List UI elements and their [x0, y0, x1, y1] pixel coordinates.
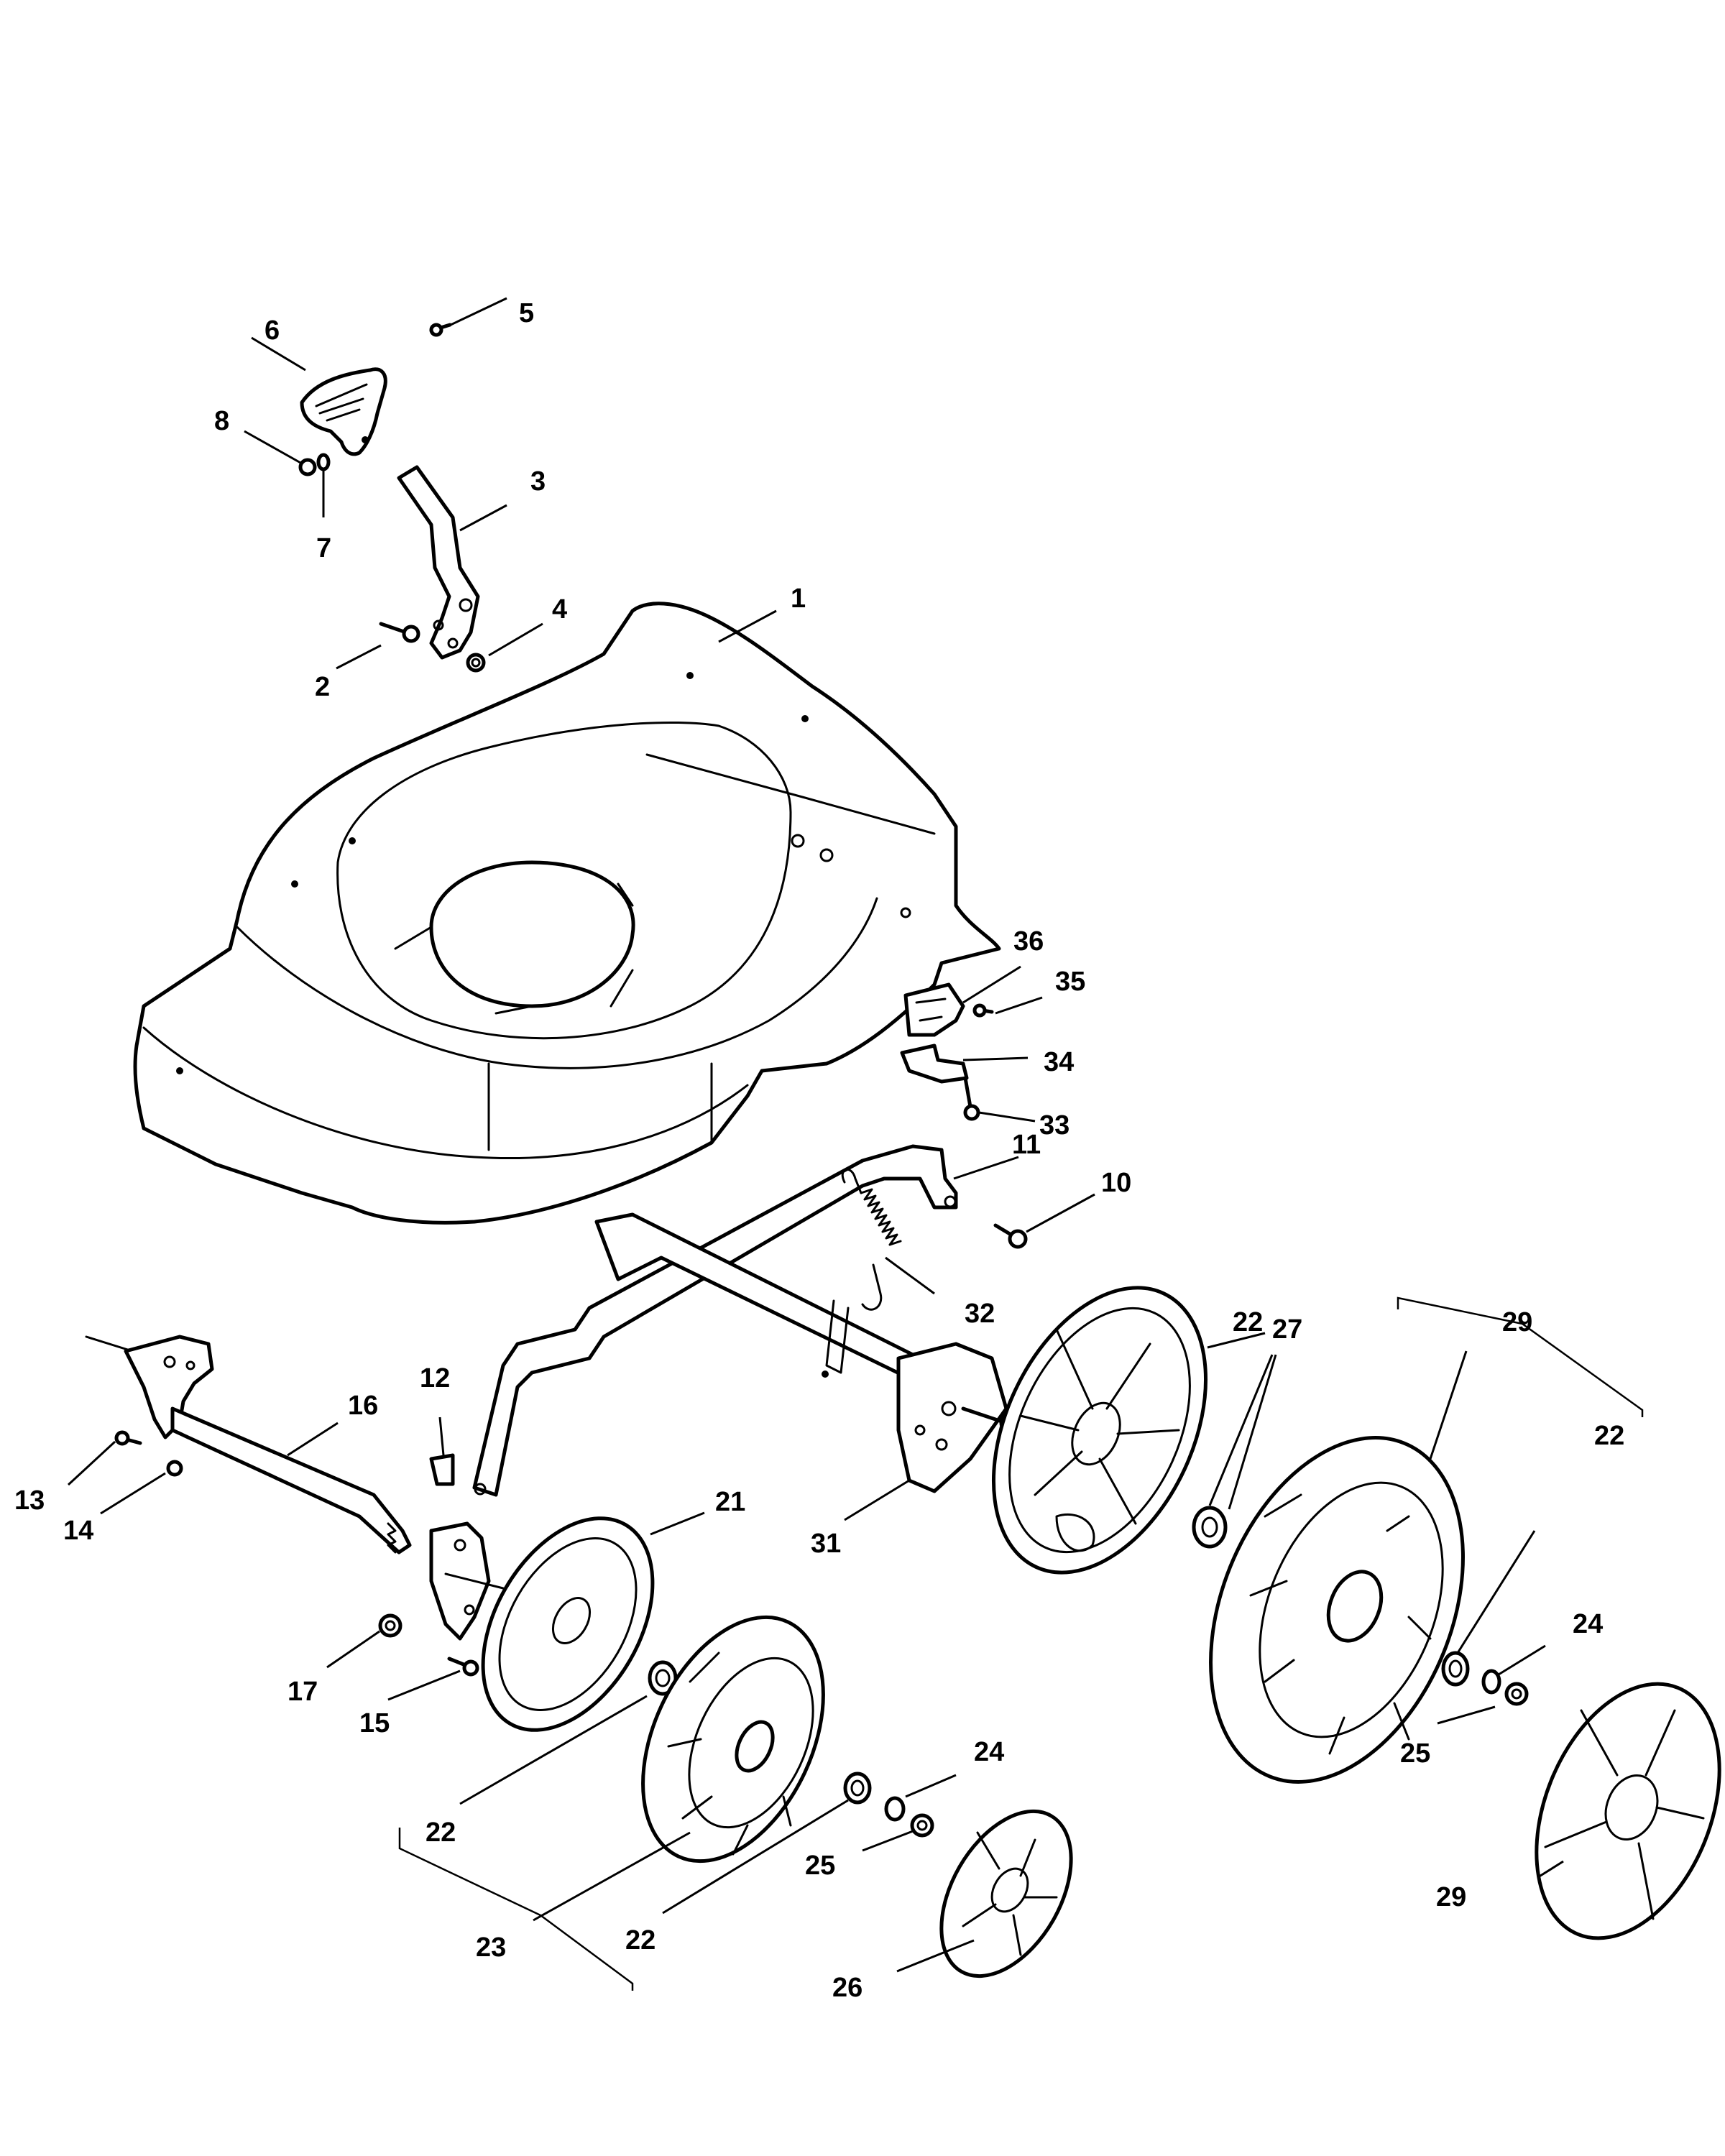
callout-22-rear-outer: 22 [1594, 1421, 1624, 1451]
lever-11 [472, 1144, 958, 1497]
screw-33 [963, 1076, 980, 1121]
callout-34: 34 [1044, 1047, 1074, 1077]
callouts: 1 2 3 4 5 6 7 8 10 11 12 13 14 15 16 17 … [14, 298, 1624, 2003]
washer-7 [316, 453, 331, 471]
callout-13: 13 [14, 1485, 45, 1516]
nut-25a [910, 1813, 934, 1838]
callout-33: 33 [1039, 1110, 1070, 1141]
front-axle-16 [85, 1335, 505, 1641]
bolt-2 [379, 622, 420, 643]
spring-32 [841, 1169, 902, 1311]
callout-17: 17 [288, 1677, 318, 1707]
screw-35 [972, 1003, 994, 1018]
nut-8 [298, 458, 317, 476]
nut-14 [166, 1460, 183, 1477]
callout-22-rear-inner: 22 [1233, 1307, 1263, 1337]
callout-12: 12 [420, 1363, 450, 1393]
callout-31: 31 [811, 1529, 841, 1559]
callout-26: 26 [832, 1973, 862, 2003]
callout-32: 32 [965, 1299, 995, 1329]
bracket-36 [903, 982, 965, 1037]
bushing-22d [1441, 1651, 1470, 1687]
bushing-22b [843, 1772, 872, 1805]
callout-16: 16 [348, 1391, 378, 1421]
group-bracket-front-wheel [398, 1828, 634, 1991]
disc-21 [481, 1516, 655, 1732]
hubcap-29 [1535, 1682, 1721, 1940]
callout-8: 8 [214, 406, 229, 436]
rear-wheel-29 [1209, 1436, 1465, 1784]
callout-22-front-inner: 22 [426, 1818, 456, 1848]
callout-22-front-outer: 22 [625, 1925, 656, 1955]
callout-2: 2 [315, 672, 330, 702]
clip-12 [429, 1453, 455, 1486]
callout-4: 4 [552, 594, 567, 625]
clip-34 [900, 1044, 969, 1084]
nut-4 [466, 653, 486, 673]
callout-14: 14 [63, 1516, 93, 1546]
callout-10: 10 [1101, 1168, 1131, 1198]
rear-axle-31 [594, 1212, 1021, 1493]
callout-3: 3 [530, 466, 546, 497]
callout-1: 1 [791, 584, 806, 614]
washer-24a [884, 1796, 906, 1822]
callout-15: 15 [359, 1708, 390, 1738]
bushing-22c [1192, 1506, 1228, 1549]
callout-7: 7 [316, 533, 331, 563]
callout-23: 23 [476, 1932, 506, 1963]
callout-24-front: 24 [974, 1737, 1004, 1767]
bolt-10 [993, 1223, 1028, 1249]
front-wheel-23 [641, 1615, 825, 1864]
callout-24-rear: 24 [1573, 1609, 1603, 1639]
bolt-13 [114, 1430, 142, 1446]
nut-25b [1504, 1682, 1529, 1706]
washer-24b [1481, 1669, 1501, 1695]
callout-11: 11 [1012, 1130, 1041, 1160]
callout-29-hubcap: 29 [1436, 1882, 1466, 1912]
disc-27 [991, 1286, 1208, 1575]
callout-29-wheel: 29 [1502, 1307, 1532, 1337]
callout-25-rear: 25 [1400, 1738, 1430, 1769]
callout-25-front: 25 [805, 1851, 835, 1881]
hubcap-26 [939, 1809, 1073, 1978]
callout-6: 6 [264, 315, 280, 346]
mower-deck [133, 602, 1001, 1225]
callout-36: 36 [1013, 926, 1044, 957]
group-bracket-rear-wheel [1397, 1296, 1644, 1417]
callout-21: 21 [715, 1487, 745, 1517]
screw-5 [429, 323, 452, 337]
bolt-15 [447, 1657, 479, 1677]
nut-17 [378, 1613, 402, 1638]
callout-35: 35 [1055, 967, 1085, 997]
leader-lines [67, 297, 1564, 1973]
callout-5: 5 [519, 298, 534, 328]
handle-bracket [397, 465, 480, 660]
callout-27: 27 [1272, 1314, 1302, 1345]
handle-knob [300, 367, 387, 456]
